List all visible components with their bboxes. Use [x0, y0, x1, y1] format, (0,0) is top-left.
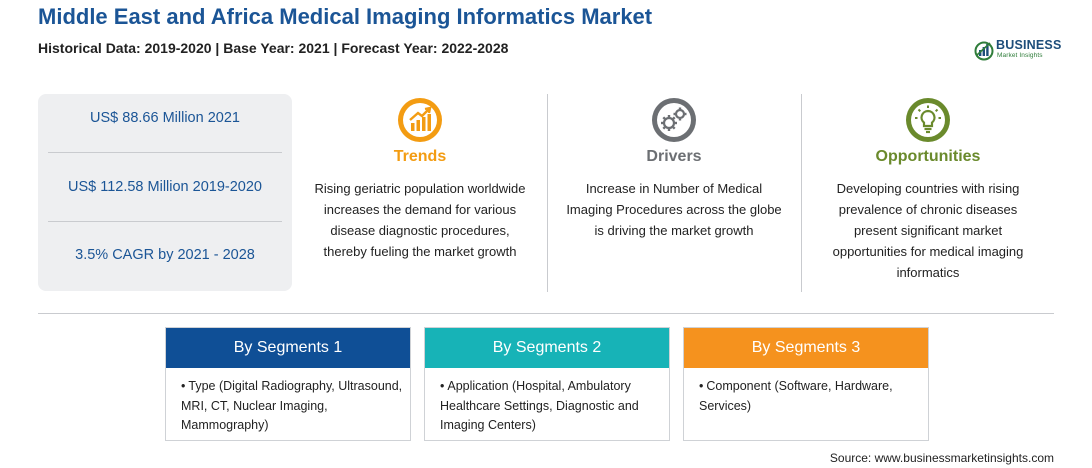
- segment-2-details: •Application (Hospital, Ambulatory Healt…: [440, 377, 668, 436]
- text-line-content: Application (Hospital, Ambulatory: [447, 379, 631, 393]
- section-divider: [38, 313, 1054, 314]
- text-line: Mammography): [181, 418, 269, 432]
- text-line: Imaging Centers): [440, 418, 536, 432]
- text-line: present significant market: [853, 223, 1003, 238]
- segment-card-2: By Segments 2 •Application (Hospital, Am…: [424, 327, 670, 441]
- bullet: •: [699, 379, 704, 393]
- drivers-column: Drivers Increase in Number of Medical Im…: [550, 96, 798, 296]
- text-line: Imaging Procedures across the globe: [566, 202, 782, 217]
- drivers-heading: Drivers: [646, 148, 702, 165]
- text-line-content: Component (Software, Hardware,: [706, 379, 893, 393]
- text-line-content: Type (Digital Radiography, Ultrasound,: [188, 379, 403, 393]
- lightbulb-icon: [906, 98, 950, 142]
- text-line: Increase in Number of Medical: [585, 181, 763, 196]
- page-title: Middle East and Africa Medical Imaging I…: [38, 4, 653, 29]
- stat-cagr: 3.5% CAGR by 2021 - 2028: [75, 247, 255, 263]
- logo-wordmark: BUSINESS: [996, 38, 1062, 52]
- segment-1-title: By Segments 1: [166, 328, 410, 368]
- page-subtitle: Historical Data: 2019-2020 | Base Year: …: [38, 40, 509, 56]
- text-line: Healthcare Settings, Diagnostic and: [440, 398, 639, 413]
- stat-divider: [48, 152, 282, 153]
- trends-description: Rising geriatric population worldwide in…: [296, 178, 544, 262]
- trends-column: Trends Rising geriatric population world…: [296, 96, 544, 296]
- text-line: Services): [699, 398, 752, 413]
- text-line: opportunities for medical imaging: [832, 244, 1024, 259]
- trend-chart-icon: [398, 98, 442, 142]
- text-line: disease diagnostic procedures,: [330, 223, 510, 238]
- column-divider: [801, 94, 802, 292]
- bullet: •: [440, 379, 445, 393]
- text-line: Developing countries with rising: [836, 181, 1020, 196]
- bullet: •: [181, 379, 186, 393]
- trends-heading: Trends: [393, 148, 447, 165]
- segment-card-1: By Segments 1 •Type (Digital Radiography…: [165, 327, 411, 441]
- segment-card-3: By Segments 3 •Component (Software, Hard…: [683, 327, 929, 441]
- text-line: Rising geriatric population worldwide: [314, 181, 526, 196]
- opportunities-column: Opportunities Developing countries with …: [804, 96, 1052, 296]
- segment-1-details: •Type (Digital Radiography, Ultrasound, …: [181, 377, 409, 436]
- logo-tagline: Market Insights: [997, 52, 1043, 59]
- segment-3-details: •Component (Software, Hardware, Services…: [699, 377, 927, 416]
- text-line: is driving the market growth: [594, 223, 754, 238]
- source-credit: Source: www.businessmarketinsights.com: [829, 451, 1054, 465]
- text-line: •Application (Hospital, Ambulatory: [440, 377, 668, 397]
- drivers-description: Increase in Number of Medical Imaging Pr…: [550, 178, 798, 241]
- opportunities-description: Developing countries with rising prevale…: [804, 178, 1052, 283]
- column-divider: [547, 94, 548, 292]
- opportunities-heading: Opportunities: [875, 148, 981, 165]
- text-line: prevalence of chronic diseases: [838, 202, 1018, 217]
- stat-market-value-historical: US$ 112.58 Million 2019-2020: [67, 179, 262, 195]
- text-line: increases the demand for various: [323, 202, 517, 217]
- market-stats-panel: US$ 88.66 Million 2021 US$ 112.58 Millio…: [38, 94, 292, 291]
- text-line: MRI, CT, Nuclear Imaging,: [181, 398, 328, 413]
- logo-globe-icon: [974, 41, 994, 61]
- gears-icon: [652, 98, 696, 142]
- stat-market-value-2021: US$ 88.66 Million 2021: [90, 110, 240, 126]
- text-line: •Component (Software, Hardware,: [699, 377, 927, 397]
- business-market-insights-logo: BUSINESS Market Insights: [974, 36, 1074, 68]
- stat-divider: [48, 221, 282, 222]
- text-line: thereby fueling the market growth: [323, 244, 517, 259]
- text-line: •Type (Digital Radiography, Ultrasound,: [181, 377, 409, 397]
- text-line: informatics: [896, 265, 960, 280]
- segment-3-title: By Segments 3: [684, 328, 928, 368]
- segment-2-title: By Segments 2: [425, 328, 669, 368]
